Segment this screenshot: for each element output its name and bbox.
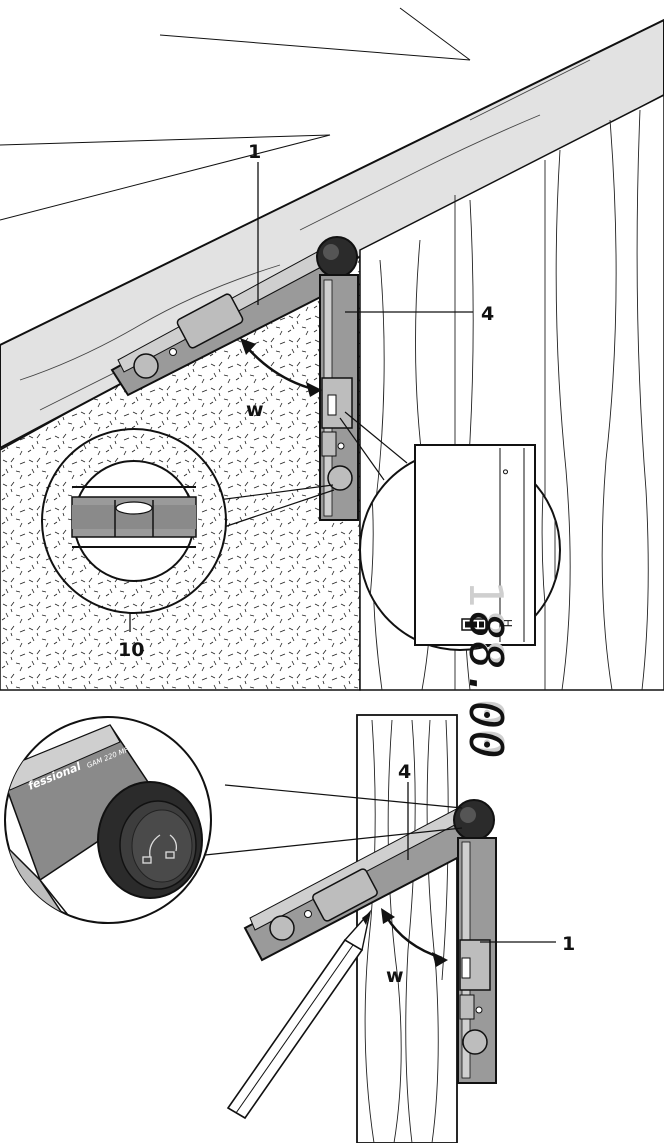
- lcd-mode-indicator: H: [501, 619, 514, 627]
- lcd-panel: [414, 444, 536, 646]
- lock-icon: [142, 834, 178, 864]
- angle-leg-upper: [110, 244, 352, 397]
- bottom-illustration: fessional GAM 220 MF 4 1 w: [4, 714, 575, 1143]
- lcd-reading: 88.00: [459, 612, 513, 760]
- roof-lines: [0, 7, 471, 221]
- callout-w-bottom: w: [386, 965, 404, 987]
- lcd-ghost-digits: 188.00: [459, 580, 513, 758]
- pencil: [226, 909, 372, 1120]
- level-bubble: [115, 501, 153, 515]
- callout-10: 10: [118, 639, 144, 661]
- callout-4-top: 4: [481, 303, 494, 325]
- display-magnifier: 188.00 88.00 ° H: [359, 444, 561, 760]
- lcd-degree-symbol: °: [492, 467, 511, 477]
- top-illustration: 188.00 88.00 ° H 1 4 w 10: [0, 7, 664, 760]
- vial-magnifier: [41, 428, 227, 614]
- wood-post-bottom: [356, 714, 458, 1143]
- angle-leg-lower-bottom: [457, 837, 497, 1084]
- battery-icon: [461, 618, 489, 631]
- callout-1-bottom: 1: [562, 933, 575, 955]
- callout-w-top: w: [246, 399, 264, 421]
- knob-magnifier: fessional GAM 220 MF: [4, 716, 212, 924]
- callout-1-top: 1: [248, 141, 261, 163]
- wood-post-bottom-grain: [364, 719, 449, 1143]
- angle-leg-lower: [319, 274, 359, 521]
- callout-4-bottom: 4: [398, 761, 411, 783]
